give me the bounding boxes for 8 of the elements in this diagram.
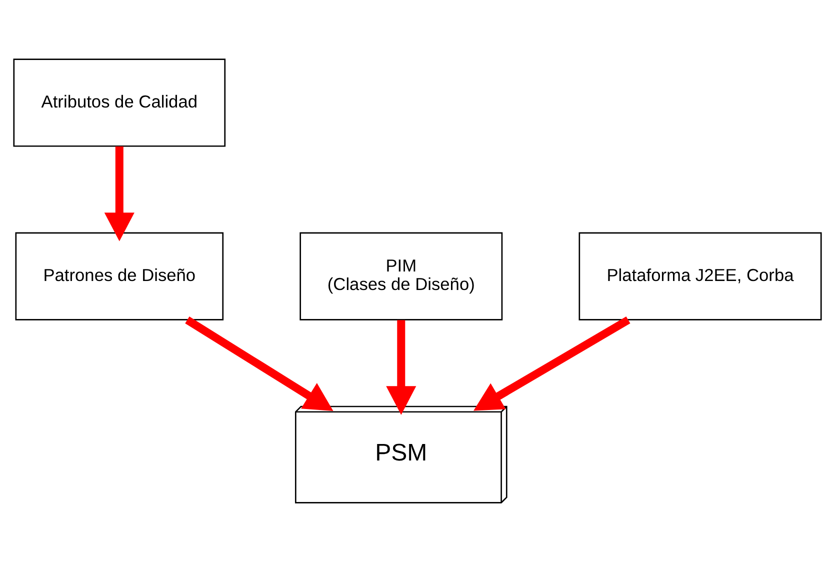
node-box: PIM (Clases de Diseño): [300, 232, 503, 320]
node-box: Plataforma J2EE, Corba: [578, 232, 822, 320]
node-box: Atributos de Calidad: [13, 58, 226, 146]
node-box: Patrones de Diseño: [15, 232, 224, 320]
arrow: [474, 316, 630, 410]
arrow: [104, 146, 134, 241]
arrow: [185, 316, 334, 410]
arrow: [386, 320, 416, 414]
